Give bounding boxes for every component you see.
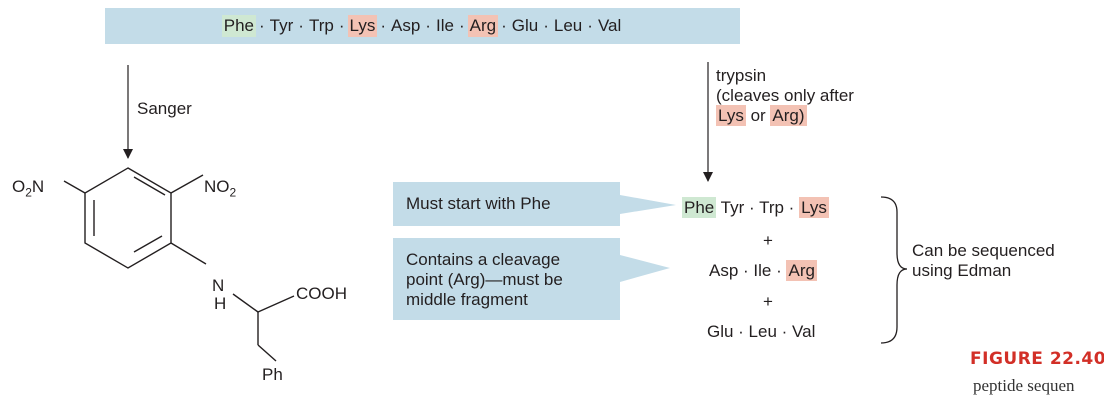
sequence-residue-glu: Glu: [511, 16, 539, 35]
fragment-2-arg: Arg: [786, 260, 817, 281]
sequence-separator: ·: [425, 16, 431, 35]
edman-label: Can be sequenced using Edman: [912, 241, 1055, 280]
cooh-label: COOH: [296, 284, 347, 303]
sequence-residue-asp: Asp: [391, 16, 421, 35]
sequence-separator: ·: [380, 16, 386, 35]
fragment-1-phe: Phe: [682, 197, 717, 218]
sequence-separator: ·: [543, 16, 549, 35]
nh-n-label: N: [212, 276, 225, 295]
fragments-brace: [880, 196, 908, 344]
plus-2: +: [763, 292, 773, 311]
no2-label: NO2: [204, 177, 237, 200]
fragment-1-lys: Lys: [799, 197, 829, 218]
callout-middle-text: Contains a cleavage point (Arg)—must be …: [406, 250, 563, 309]
sequence-residue-ile: Ile: [435, 16, 454, 35]
sequence-residue-phe: Phe: [221, 15, 256, 37]
figure-caption-subtitle: peptide sequen: [973, 376, 1075, 395]
callout-start-box: [393, 182, 676, 226]
fragment-1-middle: Tyr · Trp ·: [720, 198, 795, 217]
trypsin-lys: Lys: [716, 105, 746, 126]
trypsin-arg: Arg): [770, 105, 807, 126]
sequence-separator: ·: [338, 16, 345, 35]
sequence-residue-val: Val: [597, 16, 622, 35]
sequence-residue-trp: Trp: [308, 16, 334, 35]
sequence-residue-arg: Arg: [467, 15, 499, 37]
fragment-2: Asp · Ile · Arg: [709, 260, 817, 281]
sequence-separator: ·: [587, 16, 593, 35]
figure-caption-title: FIGURE 22.40: [970, 349, 1104, 369]
o2n-label: O2N: [12, 177, 45, 200]
sequence-separator: ·: [501, 16, 507, 35]
trypsin-label: trypsin (cleaves only after Lys or Arg): [716, 66, 854, 126]
sequence-residue-lys: Lys: [347, 15, 378, 37]
nh-h-label: H: [214, 294, 227, 313]
sequence-separator: ·: [458, 16, 465, 35]
trypsin-or: or: [750, 106, 766, 125]
sequence-separator: ·: [259, 16, 265, 35]
dnp-phenylalanine-structure: [63, 167, 295, 362]
fragment-1: Phe Tyr · Trp · Lys: [682, 197, 872, 218]
sequence-separator: ·: [298, 16, 304, 35]
sanger-label: Sanger: [137, 99, 192, 118]
ph-label: Ph: [262, 365, 283, 384]
callout-start-text: Must start with Phe: [406, 194, 551, 213]
sequence-residue-tyr: Tyr: [269, 16, 294, 35]
fragment-2-rest: Asp · Ile ·: [709, 261, 782, 280]
peptide-sequence-bar: Phe·Tyr·Trp·Lys·Asp·Ile·Arg·Glu·Leu·Val: [105, 8, 740, 44]
plus-1: +: [763, 231, 773, 250]
fragment-3: Glu · Leu · Val: [707, 322, 816, 341]
sequence-residue-leu: Leu: [553, 16, 583, 35]
callout-middle-box: [393, 238, 670, 320]
